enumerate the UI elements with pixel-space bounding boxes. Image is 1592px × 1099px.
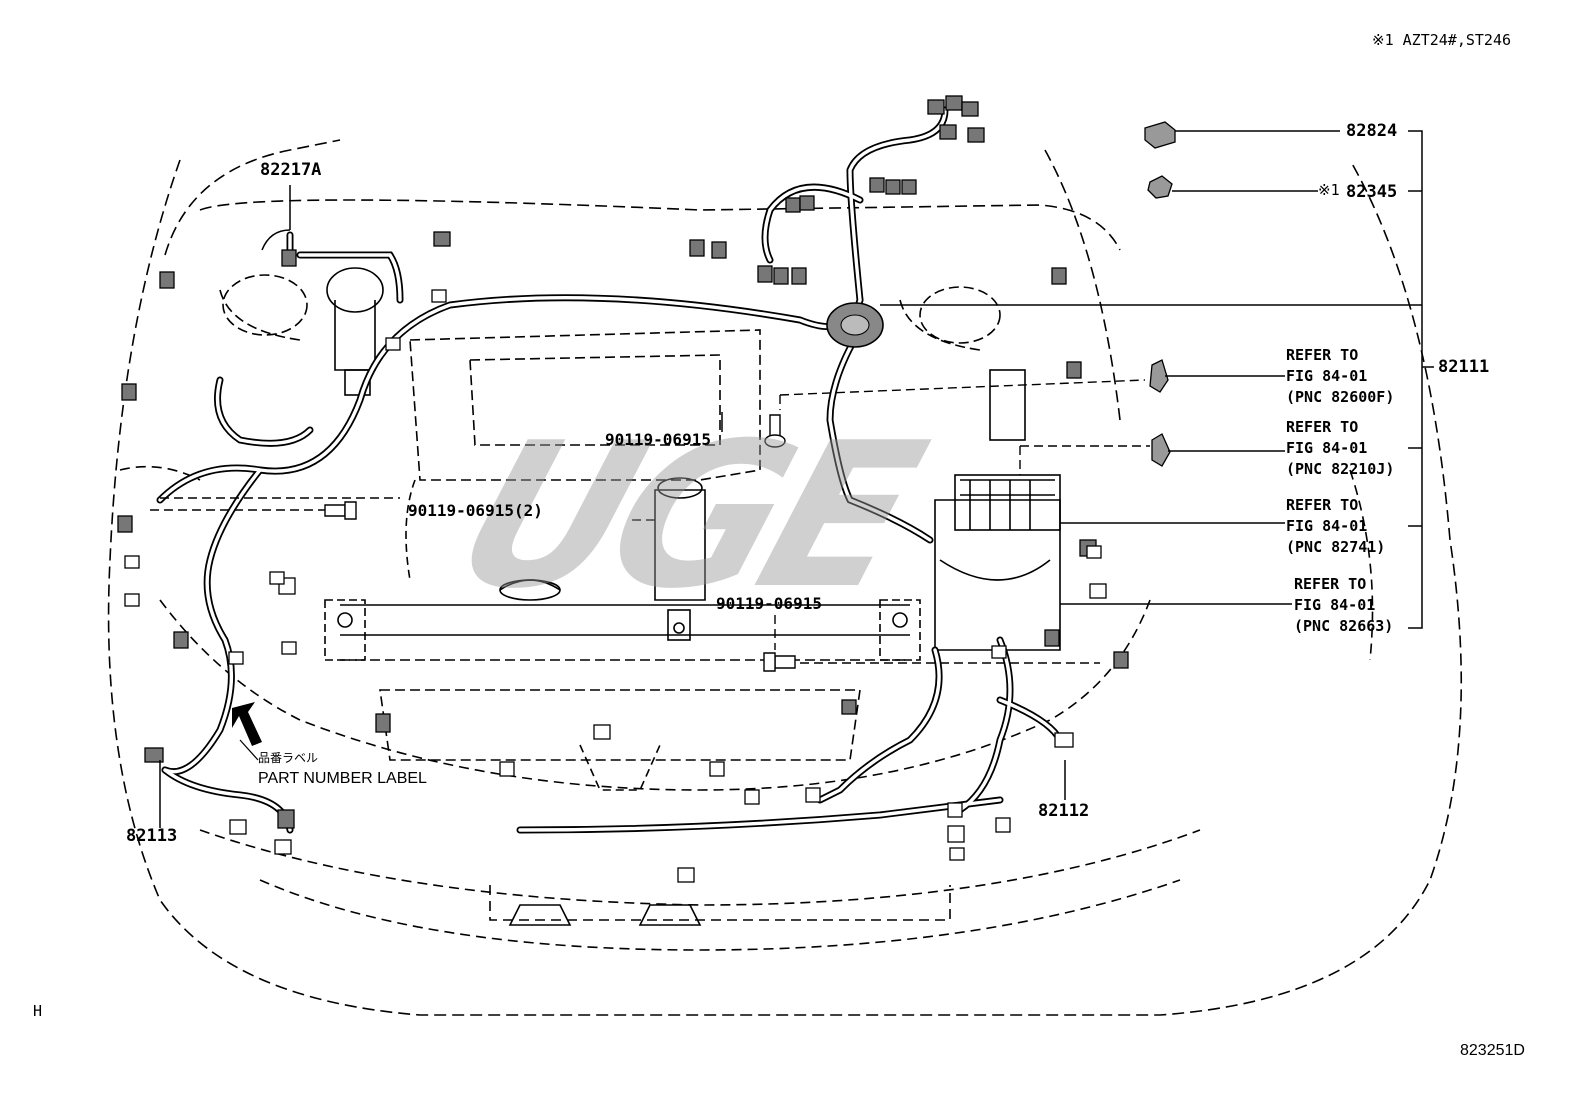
- part-82345[interactable]: 82345: [1346, 182, 1398, 202]
- refer-82741[interactable]: REFER TO FIG 84-01 (PNC 82741): [1286, 495, 1385, 558]
- refer-line3: (PNC 82210J): [1286, 460, 1395, 478]
- bolt-label-b[interactable]: 90119-06915(2): [408, 501, 543, 520]
- refer-line1: REFER TO: [1286, 418, 1359, 436]
- part-82111[interactable]: 82111: [1438, 357, 1490, 377]
- refer-line1: REFER TO: [1294, 575, 1367, 593]
- refer-line2: FIG 84-01: [1286, 367, 1368, 385]
- illustration-code: 823251D: [1460, 1042, 1525, 1059]
- bolt-label-a[interactable]: 90119-06915: [605, 430, 711, 449]
- refer-line3: (PNC 82741): [1286, 538, 1386, 556]
- part-number-label-jp: 品番ラベル: [258, 751, 319, 765]
- section-mark: H: [33, 1002, 43, 1020]
- refer-line2: FIG 84-01: [1294, 596, 1376, 614]
- connector-icon: [1144, 121, 1176, 467]
- refer-82600F[interactable]: REFER TO FIG 84-01 (PNC 82600F): [1286, 345, 1394, 408]
- refer-line3: (PNC 82600F): [1286, 388, 1395, 406]
- part-82113[interactable]: 82113: [126, 826, 178, 846]
- bolt-icon: [324, 414, 796, 672]
- refer-line2: FIG 84-01: [1286, 517, 1368, 535]
- refer-line2: FIG 84-01: [1286, 439, 1368, 457]
- part-number-label: PART NUMBER LABEL: [258, 770, 427, 787]
- part-82112[interactable]: 82112: [1038, 801, 1090, 821]
- refer-82663[interactable]: REFER TO FIG 84-01 (PNC 82663): [1294, 574, 1393, 637]
- part-82824[interactable]: 82824: [1346, 121, 1398, 141]
- connector-icon: [117, 95, 1129, 829]
- clamp-icon: [124, 289, 1107, 883]
- refer-line3: (PNC 82663): [1294, 617, 1394, 635]
- bolt-label-c[interactable]: 90119-06915: [716, 594, 822, 613]
- body-outline: [164, 139, 341, 256]
- refer-line1: REFER TO: [1286, 346, 1359, 364]
- refer-82210J[interactable]: REFER TO FIG 84-01 (PNC 82210J): [1286, 417, 1394, 480]
- arrow-icon: [232, 702, 262, 746]
- refer-line1: REFER TO: [1286, 496, 1359, 514]
- part-82217A[interactable]: 82217A: [260, 160, 322, 180]
- note-mark-1: ※1: [1318, 181, 1340, 199]
- applicability-note: ※1 AZT24#,ST246: [1372, 31, 1511, 49]
